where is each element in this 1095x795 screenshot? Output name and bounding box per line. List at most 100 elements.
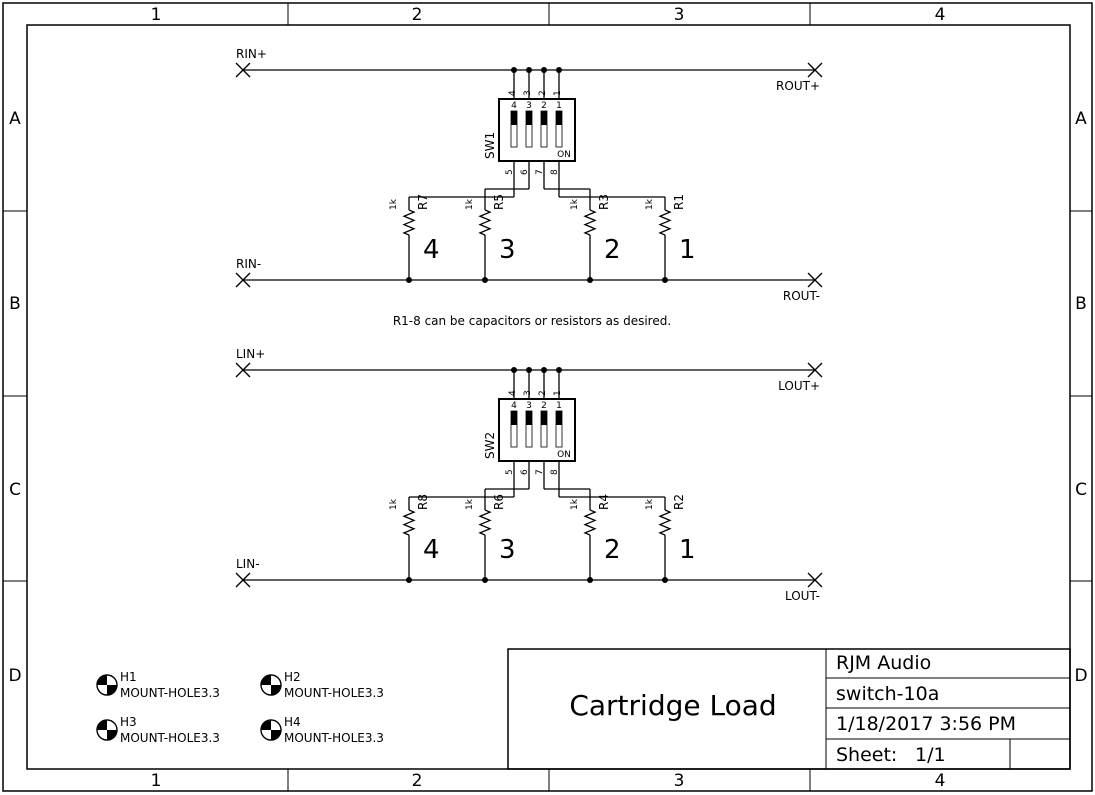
resistor-designator: R1 (672, 194, 686, 210)
mount-hole-quadrant (271, 730, 281, 740)
resistor-zigzag (402, 209, 416, 236)
resistor-zigzag (478, 509, 492, 536)
switch-bottom-pin-number: 6 (520, 169, 530, 175)
mount-hole-part: MOUNT-HOLE3.3 (120, 731, 220, 745)
resistor-zigzag (583, 209, 597, 236)
row-dividers (3, 210, 1092, 582)
zone-row-d-left: D (8, 666, 21, 686)
junction-dot (406, 277, 412, 283)
resistor (583, 200, 597, 280)
resistor-value: 1k (645, 498, 655, 510)
zone-col-1-bottom: 1 (151, 771, 162, 791)
mount-hole-quadrant (97, 720, 107, 730)
position-number: 2 (604, 535, 621, 565)
resistor-value: 1k (570, 198, 580, 210)
mount-hole-designator: H3 (120, 715, 137, 729)
mount-hole-quadrant (261, 675, 271, 685)
switch-designator: SW2 (483, 432, 497, 459)
resistor-value: 1k (465, 198, 475, 210)
dip-slider-knob (556, 411, 562, 425)
input-minus-terminal-icon (235, 572, 251, 588)
sheet-number: 1/1 (915, 744, 946, 766)
dip-slider-knob (511, 111, 517, 125)
dip-slider-knob (556, 111, 562, 125)
zone-col-1-top: 1 (151, 5, 162, 25)
terminal-stroke (807, 362, 823, 378)
position-number: 4 (423, 535, 440, 565)
mount-hole-part: MOUNT-HOLE3.3 (284, 731, 384, 745)
mount-hole-part: MOUNT-HOLE3.3 (120, 686, 220, 700)
position-number: 3 (499, 235, 516, 265)
resistor-designator: R5 (492, 194, 506, 210)
resistor (583, 500, 597, 580)
output-minus-terminal-icon (807, 272, 823, 288)
mount-hole-quadrant (261, 720, 271, 730)
switch-top-pin-number: 1 (553, 90, 563, 96)
zone-col-2-top: 2 (412, 5, 423, 25)
resistor (478, 500, 492, 580)
junction-dot (662, 577, 668, 583)
mount-hole-designator: H1 (120, 670, 137, 684)
switch-bottom-pin-number: 7 (535, 169, 545, 175)
dip-slider-knob (526, 111, 532, 125)
switch-top-pin-number: 3 (523, 390, 533, 396)
resistor (658, 500, 672, 580)
terminal-stroke (235, 62, 251, 78)
input-minus-label: LIN- (236, 557, 260, 571)
resistor-designator: R8 (416, 494, 430, 510)
terminal-stroke (235, 572, 251, 588)
switch-on-label: ON (557, 150, 571, 160)
zone-row-a-left: A (9, 109, 21, 129)
title-block-border (507, 648, 1071, 770)
switch-on-label: ON (557, 450, 571, 460)
resistor-zigzag (658, 209, 672, 236)
output-minus-label: ROUT- (783, 289, 820, 303)
zone-row-b-right: B (1075, 294, 1087, 314)
date-stamp: 1/18/2017 3:56 PM (836, 713, 1016, 735)
resistor (658, 200, 672, 280)
switch-position-number: 1 (556, 401, 562, 411)
zone-col-3-bottom: 3 (674, 771, 685, 791)
switch-position-number: 3 (526, 401, 532, 411)
resistor-value: 1k (465, 498, 475, 510)
sheet-label: Sheet: (836, 744, 897, 766)
zone-row-d-right: D (1074, 666, 1087, 686)
output-plus-terminal-icon (807, 62, 823, 78)
terminal-stroke (807, 572, 823, 588)
switch-position-number: 1 (556, 101, 562, 111)
switch-position-number: 4 (511, 401, 517, 411)
resistor (402, 500, 416, 580)
resistor-zigzag (402, 509, 416, 536)
input-plus-label: RIN+ (236, 47, 267, 61)
input-plus-terminal-icon (235, 62, 251, 78)
switch-position-number: 2 (541, 401, 547, 411)
mount-hole-designator: H4 (284, 715, 301, 729)
output-plus-label: LOUT+ (778, 379, 820, 393)
drawing-title: Cartridge Load (569, 689, 776, 722)
terminal-stroke (235, 272, 251, 288)
output-plus-terminal-icon (807, 362, 823, 378)
input-plus-label: LIN+ (236, 347, 265, 361)
resistor-zigzag (583, 509, 597, 536)
mount-hole-quadrant (107, 685, 117, 695)
resistor (478, 200, 492, 280)
switch-top-pin-number: 2 (538, 90, 548, 96)
position-number: 3 (499, 535, 516, 565)
design-note: R1-8 can be capacitors or resistors as d… (393, 314, 671, 328)
dip-slider-knob (511, 411, 517, 425)
zone-row-c-right: C (1075, 480, 1087, 500)
resistor-zigzag (478, 209, 492, 236)
mount-hole-quadrant (271, 685, 281, 695)
terminal-stroke (807, 272, 823, 288)
resistor-designator: R7 (416, 194, 430, 210)
resistor-value: 1k (389, 198, 399, 210)
file-name: switch-10a (836, 683, 939, 705)
switch-top-pin-number: 1 (553, 390, 563, 396)
switch-bottom-pin-number: 6 (520, 469, 530, 475)
dip-slider-knob (541, 411, 547, 425)
